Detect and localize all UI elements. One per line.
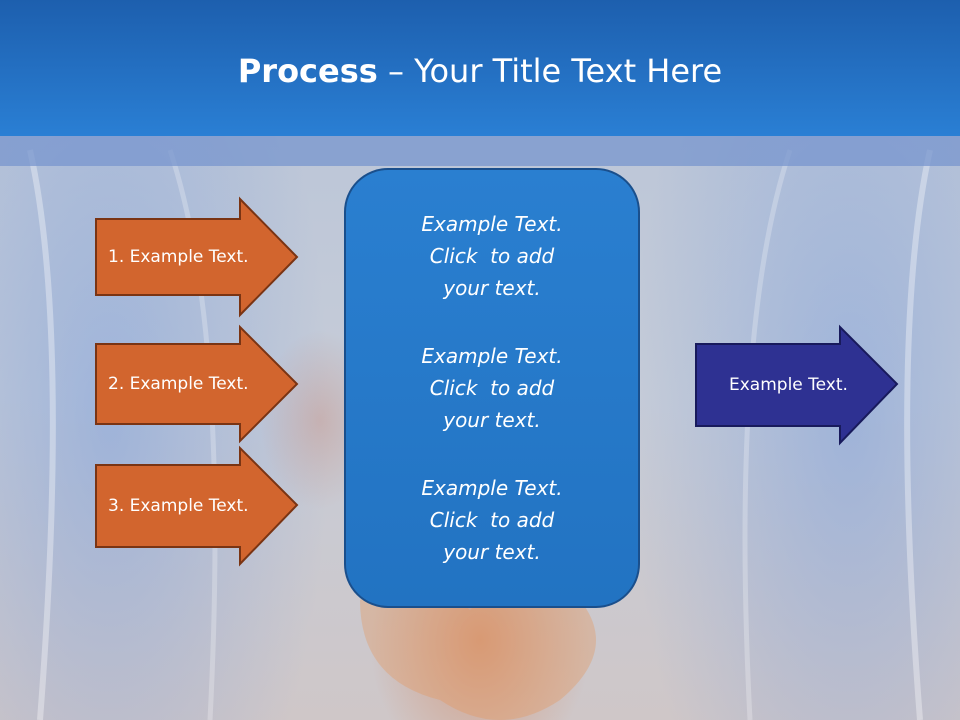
text-line: Click to add bbox=[429, 376, 555, 400]
arrow-label: Example Text. bbox=[729, 375, 848, 395]
arrow-shape bbox=[695, 324, 899, 446]
input-arrow-1[interactable]: 1. Example Text. bbox=[95, 196, 300, 318]
text-block-1: Example Text. Click to add your text. bbox=[421, 208, 562, 304]
arrow-label: 1. Example Text. bbox=[108, 247, 249, 267]
input-arrow-2[interactable]: 2. Example Text. bbox=[95, 324, 300, 444]
text-line: Example Text. bbox=[421, 476, 563, 500]
text-line: Example Text. bbox=[421, 344, 563, 368]
slide-title[interactable]: Process – Your Title Text Here bbox=[0, 52, 960, 90]
arrow-label: 3. Example Text. bbox=[108, 496, 249, 516]
center-process-box[interactable]: Example Text. Click to add your text. Ex… bbox=[344, 168, 640, 608]
title-rest: – Your Title Text Here bbox=[377, 52, 723, 90]
arrow-shape bbox=[95, 196, 299, 318]
text-line: Example Text. bbox=[421, 212, 563, 236]
output-arrow[interactable]: Example Text. bbox=[695, 324, 900, 446]
text-line: Click to add bbox=[429, 244, 555, 268]
title-bold: Process bbox=[237, 52, 378, 90]
text-line: Click to add bbox=[429, 508, 555, 532]
header-band bbox=[0, 136, 960, 166]
text-line: your text. bbox=[443, 408, 541, 432]
text-block-2: Example Text. Click to add your text. bbox=[421, 340, 562, 436]
text-line: your text. bbox=[443, 276, 541, 300]
input-arrow-3[interactable]: 3. Example Text. bbox=[95, 445, 300, 567]
arrow-shape bbox=[95, 324, 299, 444]
title-bar bbox=[0, 0, 960, 136]
arrow-label: 2. Example Text. bbox=[108, 374, 249, 394]
text-line: your text. bbox=[443, 540, 541, 564]
text-block-3: Example Text. Click to add your text. bbox=[421, 472, 562, 568]
arrow-shape bbox=[95, 445, 299, 567]
